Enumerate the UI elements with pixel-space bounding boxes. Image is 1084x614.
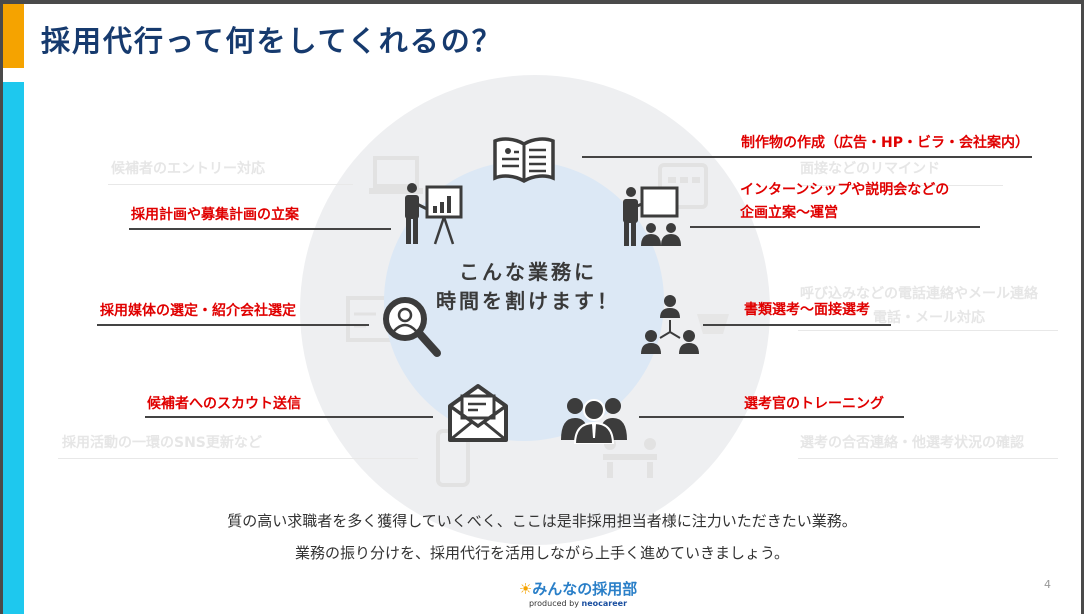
label-underline	[703, 324, 891, 326]
ghost-line	[798, 185, 1003, 186]
label-underline	[690, 226, 980, 228]
ghost-task: 電話・メール対応	[873, 310, 985, 326]
caption-line-2: 業務の振り分けを、採用代行を活用しながら上手く進めていきましょう。	[294, 544, 790, 562]
label-underline	[582, 156, 1032, 158]
logo-brand: neocareer	[581, 599, 628, 608]
label-underline	[639, 416, 904, 418]
label-underline	[129, 228, 391, 230]
task-label: 企画立案〜運営	[740, 205, 838, 221]
ghost-line	[798, 330, 1058, 331]
task-label: 制作物の作成（広告・HP・ビラ・会社案内）	[741, 135, 1029, 151]
task-label: インターンシップや説明会などの	[740, 182, 950, 198]
center-message: こんな業務に 時間を割けます！	[408, 258, 648, 316]
slide: 採用代行って何をしてくれるの？ 候補者のエントリー対応 面接などのリマインド 呼…	[3, 4, 1081, 614]
presenter-audience-icon	[623, 186, 681, 246]
caption-line-1: 質の高い求職者を多く獲得していくべく、ここは是非採用担当者様に注力いただきたい業…	[227, 512, 857, 530]
ghost-task: 呼び込みなどの電話連絡やメール連絡	[800, 286, 1038, 302]
task-label: 採用媒体の選定・紹介会社選定	[100, 303, 296, 319]
accent-bar-orange	[3, 4, 24, 68]
ghost-task: 候補者のエントリー対応	[111, 161, 265, 177]
envelope-icon	[448, 384, 508, 442]
book-icon	[493, 137, 555, 184]
team-icon	[561, 398, 627, 444]
accent-bar-cyan	[3, 82, 24, 614]
ghost-line	[798, 458, 1058, 459]
logo-produced-by: produced by	[528, 599, 579, 608]
ghost-line	[58, 458, 418, 459]
task-label: 選考官のトレーニング	[744, 396, 884, 412]
laptop-icon	[369, 156, 423, 194]
label-underline	[97, 324, 369, 326]
label-underline	[145, 416, 433, 418]
sun-icon: ☀	[518, 580, 533, 598]
logo: ☀みんなの採用部 produced by neocareer	[503, 578, 653, 608]
ghost-line	[108, 184, 353, 185]
task-label: 採用計画や募集計画の立案	[131, 207, 299, 223]
ghost-task: 選考の合否連絡・他選考状況の確認	[800, 435, 1024, 451]
ghost-task: 面接などのリマインド	[800, 161, 940, 177]
task-label: 候補者へのスカウト送信	[147, 396, 301, 412]
page-title: 採用代行って何をしてくれるの？	[41, 24, 503, 58]
center-line-1: こんな業務に	[459, 260, 597, 284]
people-network-icon	[641, 295, 699, 354]
logo-main-text: みんなの採用部	[532, 580, 638, 598]
ghost-task: 採用活動の一環のSNS更新など	[62, 435, 262, 451]
center-line-2: 時間を割けます！	[436, 289, 620, 313]
search-person-icon	[383, 297, 441, 357]
presentation-chart-icon	[405, 183, 463, 245]
page-number: 4	[1044, 578, 1051, 591]
task-label: 書類選考〜面接選考	[744, 302, 870, 318]
